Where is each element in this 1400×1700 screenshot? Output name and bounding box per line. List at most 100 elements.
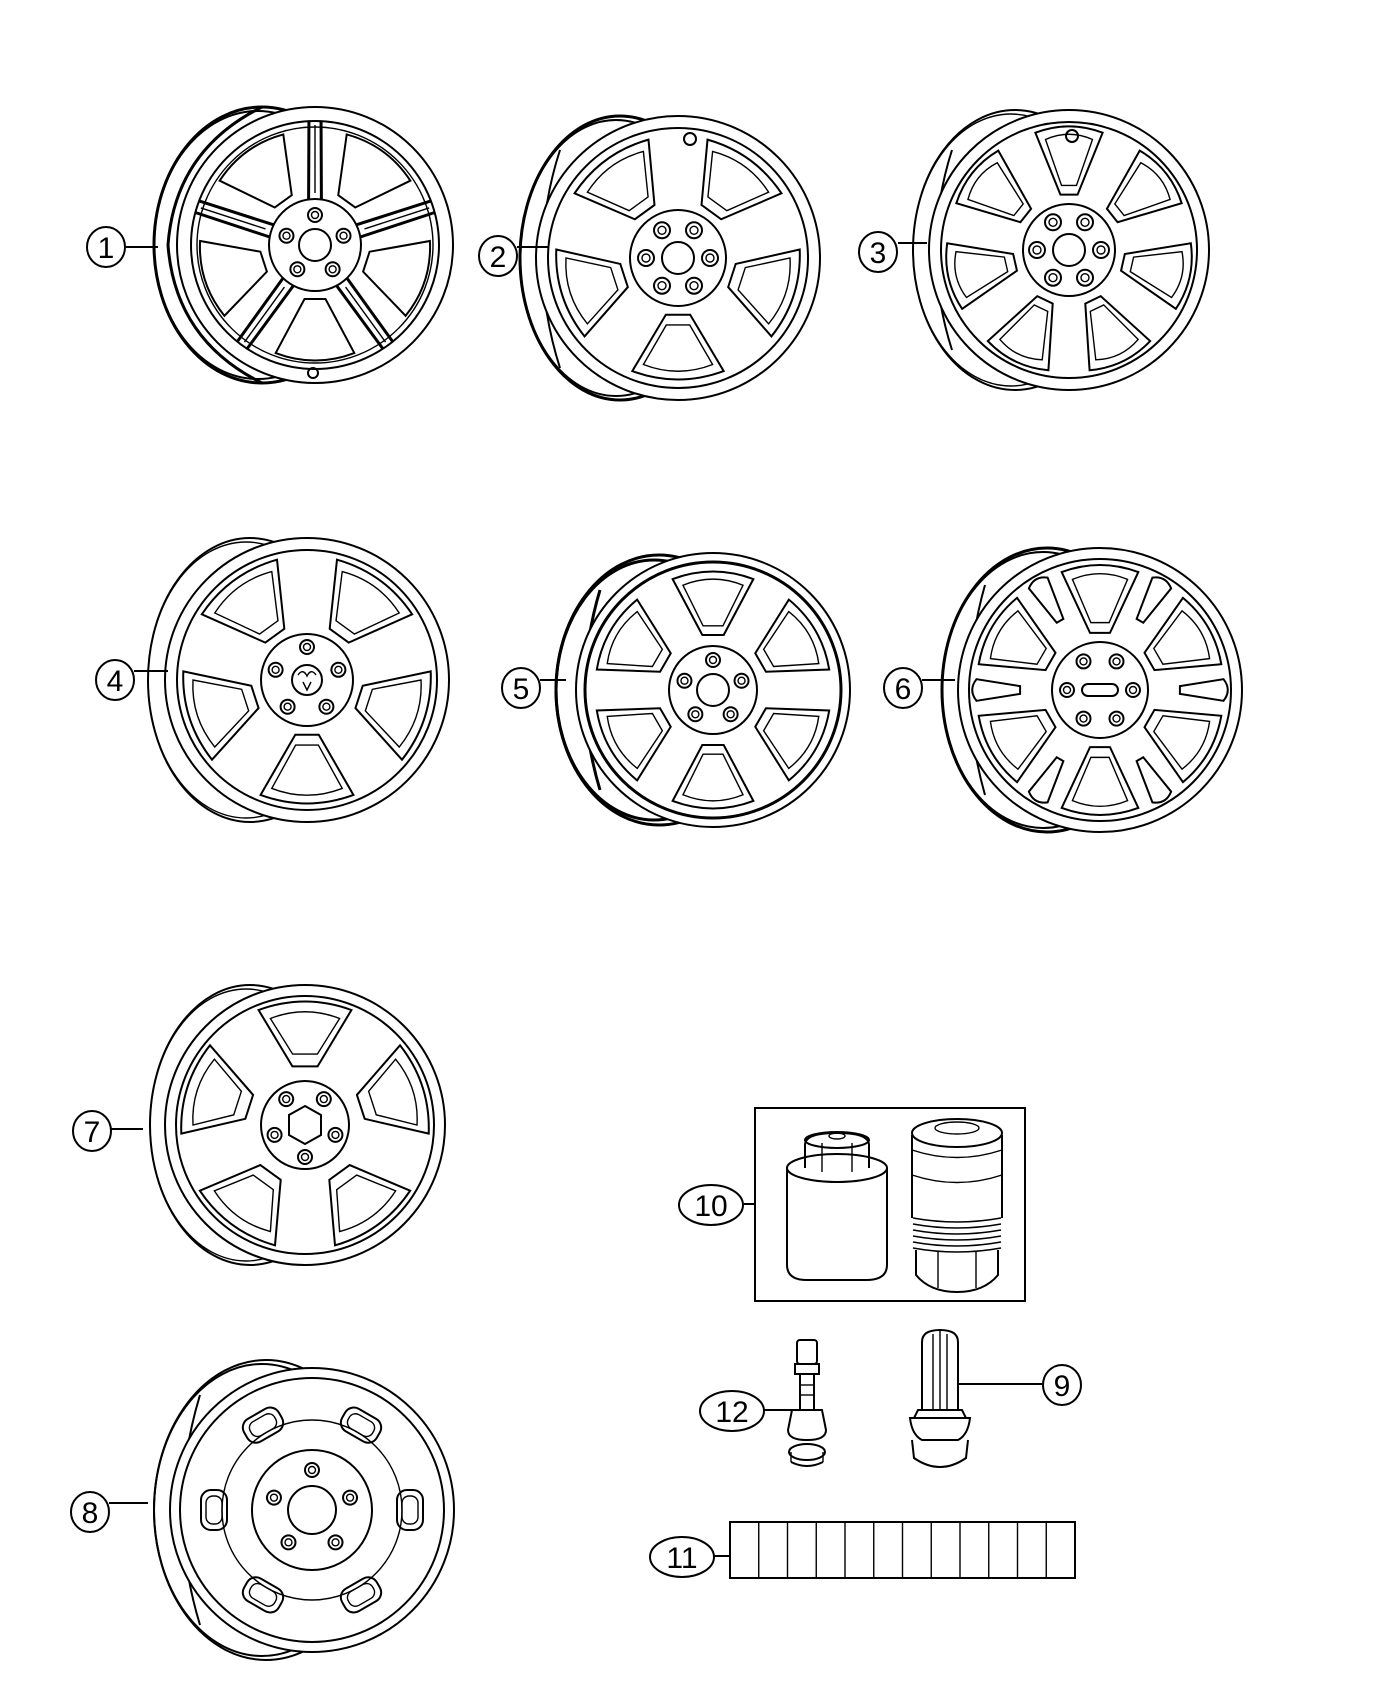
spoke-ridge [243, 286, 286, 343]
spoke-window [1060, 564, 1140, 634]
lug-hole-inner [328, 265, 337, 274]
lug-hole [327, 1126, 344, 1143]
lug-hole [1044, 268, 1062, 287]
spoke-window [707, 150, 770, 212]
lug-hole [1108, 653, 1125, 670]
spoke-edge [355, 199, 432, 227]
lug-hole-inner [310, 210, 320, 220]
callout-12-label: 12 [715, 1396, 748, 1429]
spoke-edge [335, 284, 385, 350]
lug-hole [701, 249, 719, 267]
callout-3-label: 3 [870, 237, 887, 270]
lug-hole [327, 1534, 344, 1551]
spoke-window [681, 753, 745, 802]
lug-hole-inner [1079, 714, 1088, 723]
spoke-edge [359, 211, 436, 239]
vent-slot [241, 1576, 285, 1614]
spoke-window [1071, 756, 1129, 808]
spoke-window [1027, 755, 1065, 804]
thread-line [912, 1241, 1002, 1247]
lug-hole-inner [319, 1094, 329, 1104]
spoke-window [328, 558, 414, 644]
lug-hole-inner [307, 1465, 317, 1475]
vent-slot [241, 1406, 285, 1444]
lug-nut-illustration [908, 1328, 972, 1468]
spoke-window [198, 239, 269, 318]
spoke-window [1089, 304, 1140, 361]
lug-hole [289, 261, 306, 278]
callout-4-label: 4 [107, 665, 124, 698]
callout-7-label: 7 [84, 1116, 101, 1149]
thread-line [912, 1223, 1002, 1229]
wheel-8-illustration [153, 1359, 455, 1661]
vent-slot [339, 1406, 383, 1444]
lug-hole [1075, 653, 1092, 670]
spoke-window [328, 1163, 412, 1247]
spoke-window [198, 1163, 282, 1247]
spoke-ridge [364, 207, 430, 230]
lug-hole-inner [689, 281, 699, 291]
callout-5: 5 [501, 667, 566, 709]
lug-hole-inner [1032, 245, 1042, 255]
spoke-window [1044, 133, 1094, 187]
spoke-window [364, 679, 422, 749]
spoke-window [971, 678, 1022, 702]
spoke-window [180, 1043, 255, 1135]
lug-hole-inner [1062, 685, 1072, 695]
lug-hole-inner [345, 1493, 355, 1502]
lug-hole-inner [331, 1130, 340, 1140]
lug-hole-inner [334, 665, 343, 675]
lock-key-socket [786, 1131, 888, 1281]
lug-hole [676, 672, 693, 689]
lug-hole-inner [691, 710, 700, 719]
spoke-window [1135, 576, 1173, 625]
spoke-window [700, 138, 783, 221]
spoke-window [1027, 576, 1065, 625]
spoke-window [337, 133, 412, 209]
spoke-window [555, 248, 629, 338]
lug-hole-inner [271, 665, 280, 675]
callout-8-label: 8 [82, 1497, 99, 1530]
lug-hole-inner [300, 1152, 310, 1162]
spoke-window [565, 257, 619, 325]
vent-slot [339, 1576, 383, 1614]
wheel-4-illustration [147, 537, 450, 823]
lug-hole-inner [657, 281, 667, 291]
lug-hole [266, 1126, 283, 1143]
wheel-1-illustration [152, 105, 454, 385]
spoke-edge [236, 277, 285, 343]
spoke-window [218, 133, 293, 209]
spoke-window [192, 1058, 243, 1126]
spoke-window [1178, 678, 1229, 702]
lug-hole [1075, 710, 1092, 727]
spoke-window [998, 304, 1049, 361]
vent-slot-inner [401, 1495, 419, 1525]
thread-line [912, 1247, 1002, 1253]
spoke-edge [245, 284, 295, 350]
spoke-edge [194, 211, 271, 239]
spoke-window [1034, 125, 1104, 196]
spoke-window [269, 1011, 341, 1055]
lug-hole [318, 698, 335, 715]
lug-hole [1108, 710, 1125, 727]
lug-hole [299, 639, 315, 655]
callout-12: 12 [699, 1390, 793, 1432]
spoke-window [681, 578, 745, 627]
spoke-window [595, 598, 672, 673]
ram-logo-icon [291, 664, 323, 696]
lug-hole-inner [302, 642, 312, 652]
lug-hole-inner [737, 676, 746, 685]
spoke-edge [345, 277, 394, 343]
spoke-window [1129, 250, 1184, 299]
spoke-window [335, 1174, 397, 1233]
lug-hole-inner [657, 225, 667, 235]
spoke-window [671, 743, 755, 810]
spoke-window [989, 715, 1048, 771]
spoke-window [1143, 708, 1223, 784]
spoke-window [955, 149, 1033, 224]
callout-10-label: 10 [694, 1190, 727, 1223]
lug-hole-inner [641, 253, 651, 263]
lug-hole-inner [284, 1538, 293, 1547]
wheel-7-illustration [149, 984, 446, 1266]
spoke-window [977, 596, 1057, 672]
